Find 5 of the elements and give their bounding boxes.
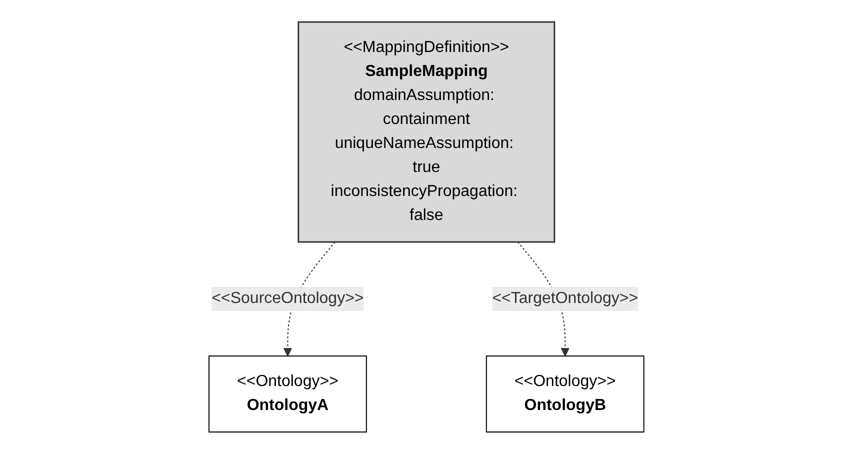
node-box: <<Ontology>> OntologyA: [208, 355, 366, 432]
node-box: <<Ontology>> OntologyB: [486, 355, 644, 432]
node-box: <<MappingDefinition>> SampleMapping domainAssumption: containment uniqueNameAssumption: true inconsistencyPropagation: false: [297, 20, 555, 242]
edge-label: <<SourceOntology>>: [211, 290, 364, 306]
edge-label: <<TargetOntology>>: [492, 290, 638, 306]
